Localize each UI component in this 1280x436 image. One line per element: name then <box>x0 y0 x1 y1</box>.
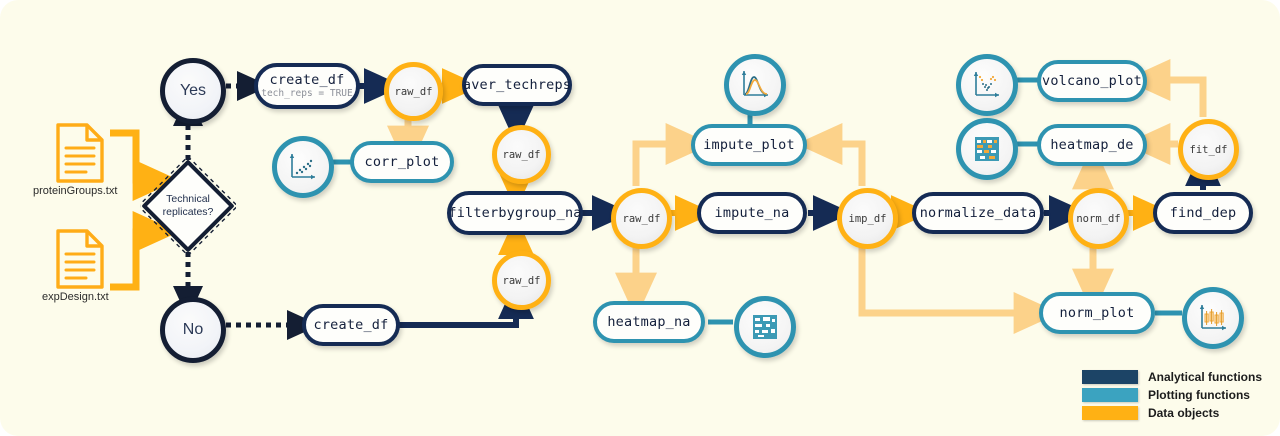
terminator-no-label: No <box>182 321 204 338</box>
node-volcano-plot[interactable]: volcano_plot <box>1037 60 1147 102</box>
node-label: volcano_plot <box>1042 72 1142 89</box>
legend-row-plotting: Plotting functions <box>1081 388 1262 402</box>
terminator-yes-label: Yes <box>179 82 207 99</box>
node-label: impute_plot <box>703 136 795 153</box>
volcano-plot-icon <box>956 54 1018 116</box>
node-label: aver_techreps <box>462 76 572 93</box>
input-label-expdesign: expDesign.txt <box>42 291 109 303</box>
legend-swatch <box>1081 406 1138 420</box>
node-normalize-data[interactable]: normalize_data <box>912 192 1044 234</box>
document-icon <box>54 228 106 295</box>
node-label: find_dep <box>1169 204 1237 221</box>
node-impute-plot[interactable]: impute_plot <box>691 124 807 166</box>
data-object-raw-df-4[interactable]: raw_df <box>492 251 551 310</box>
data-object-label: norm_df <box>1076 212 1121 225</box>
data-object-label: raw_df <box>394 85 433 98</box>
terminator-no[interactable]: No <box>160 297 226 363</box>
heatmap-icon <box>734 296 796 358</box>
node-create-df-techreps[interactable]: create_df tech_reps = TRUE <box>254 63 360 109</box>
data-object-imp-df[interactable]: imp_df <box>837 188 898 249</box>
heatmap-de-icon <box>956 118 1018 180</box>
node-label: corr_plot <box>364 153 440 170</box>
data-object-label: fit_df <box>1189 143 1228 156</box>
data-object-raw-df-1[interactable]: raw_df <box>384 62 443 121</box>
legend-swatch <box>1081 388 1138 402</box>
data-object-fit-df[interactable]: fit_df <box>1178 119 1239 180</box>
legend-row-analytical: Analytical functions <box>1081 370 1262 384</box>
node-label: heatmap_de <box>1050 136 1134 153</box>
node-label: filterbygroup_na <box>448 204 582 221</box>
node-label: norm_plot <box>1059 304 1135 321</box>
data-object-label: imp_df <box>848 212 887 225</box>
input-label-proteingroups: proteinGroups.txt <box>33 185 118 197</box>
legend-label: Plotting functions <box>1147 388 1250 402</box>
legend-row-data-objects: Data objects <box>1081 406 1262 420</box>
decision-line2: replicates? <box>162 206 214 218</box>
node-impute-na[interactable]: impute_na <box>697 192 807 234</box>
legend-label: Analytical functions <box>1147 370 1262 384</box>
legend-label: Data objects <box>1147 406 1220 420</box>
decision-label: Technical replicates? <box>140 158 236 254</box>
node-label: create_df <box>313 316 389 333</box>
node-sublabel: tech_reps = TRUE <box>261 88 353 100</box>
node-find-dep[interactable]: find_dep <box>1153 192 1253 234</box>
node-heatmap-de[interactable]: heatmap_de <box>1037 124 1147 166</box>
node-label: heatmap_na <box>607 313 691 330</box>
node-label: create_df <box>269 71 345 88</box>
data-object-raw-df-3[interactable]: raw_df <box>611 188 672 249</box>
terminator-yes[interactable]: Yes <box>160 58 226 124</box>
boxplot-icon <box>1182 287 1244 349</box>
decision-technical-replicates[interactable]: Technical replicates? <box>140 158 236 254</box>
node-corr-plot[interactable]: corr_plot <box>350 141 454 183</box>
density-curve-icon <box>724 54 786 116</box>
legend: Analytical functions Plotting functions … <box>1081 370 1262 424</box>
legend-swatch <box>1081 370 1138 384</box>
node-label: impute_na <box>714 204 790 221</box>
data-object-norm-df[interactable]: norm_df <box>1068 188 1129 249</box>
data-object-label: raw_df <box>502 274 541 287</box>
scatter-plot-icon <box>272 136 334 198</box>
node-create-df[interactable]: create_df <box>302 304 400 346</box>
data-object-label: raw_df <box>622 212 661 225</box>
node-label: normalize_data <box>919 204 1037 221</box>
node-norm-plot[interactable]: norm_plot <box>1039 292 1155 334</box>
data-object-raw-df-2[interactable]: raw_df <box>492 125 551 184</box>
node-heatmap-na[interactable]: heatmap_na <box>593 301 705 343</box>
node-aver-techreps[interactable]: aver_techreps <box>462 64 572 106</box>
node-filterbygroup-na[interactable]: filterbygroup_na <box>447 191 583 235</box>
data-object-label: raw_df <box>502 148 541 161</box>
decision-line1: Technical <box>166 192 210 205</box>
document-icon <box>54 122 106 189</box>
